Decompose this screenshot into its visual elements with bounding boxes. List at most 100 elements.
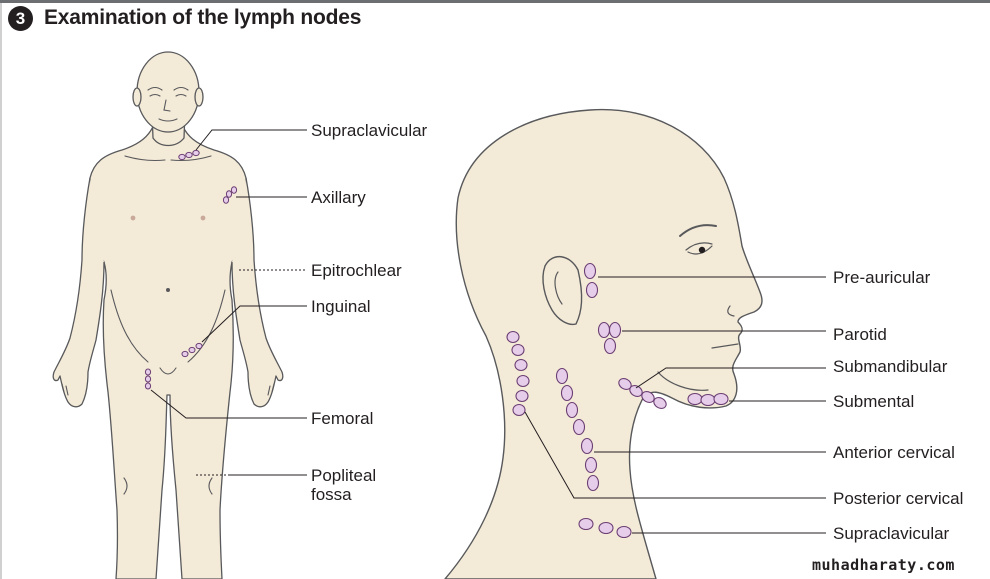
head-silhouette bbox=[444, 108, 763, 579]
body-figure bbox=[52, 51, 284, 579]
body-nose bbox=[163, 99, 171, 112]
body-details bbox=[61, 86, 275, 495]
label-body-supraclavicular: Supraclavicular bbox=[311, 121, 428, 140]
body-right-nipple bbox=[200, 215, 206, 221]
head-leader-lines bbox=[524, 276, 826, 534]
body-right-clavicle bbox=[170, 155, 212, 162]
node-body-femoral bbox=[144, 382, 152, 390]
body-mouth bbox=[158, 118, 178, 122]
node-submandibular bbox=[653, 397, 667, 409]
node-body-axillary bbox=[222, 196, 230, 204]
body-right-groin-crease bbox=[187, 289, 226, 363]
node-neck-supraclavicular bbox=[578, 517, 594, 531]
body-right-fingers bbox=[267, 383, 275, 396]
leader-posterior-cervical bbox=[524, 411, 826, 499]
body-left-eyebrow bbox=[147, 86, 163, 91]
body-right-eye bbox=[175, 93, 187, 97]
head-eye-upper bbox=[685, 242, 713, 251]
node-body-supraclavicular bbox=[192, 149, 200, 157]
node-body-inguinal bbox=[181, 350, 189, 358]
watermark: muhadharaty.com bbox=[812, 556, 955, 574]
label-submandibular: Submandibular bbox=[833, 357, 948, 376]
node-anterior-cervical bbox=[586, 474, 600, 492]
node-submental bbox=[700, 393, 716, 407]
head-profile bbox=[444, 108, 763, 579]
head-eye-lower bbox=[687, 245, 713, 255]
node-anterior-cervical bbox=[555, 367, 569, 385]
body-left-knee bbox=[123, 477, 128, 495]
body-left-nipple bbox=[130, 215, 136, 221]
label-popliteal-line2: fossa bbox=[311, 485, 352, 504]
node-body-femoral bbox=[144, 368, 152, 376]
node-anterior-cervical bbox=[572, 418, 586, 436]
left-border bbox=[0, 3, 2, 579]
node-body-supraclavicular bbox=[185, 151, 193, 159]
label-femoral: Femoral bbox=[311, 409, 374, 428]
body-left-fingers bbox=[61, 383, 69, 396]
step-number-badge: 3 bbox=[8, 6, 33, 31]
leader-submandibular bbox=[635, 367, 826, 389]
leader-body-supraclavicular bbox=[195, 129, 307, 151]
body-nipples-navel bbox=[130, 215, 206, 292]
node-submental bbox=[713, 392, 729, 406]
node-posterior-cervical bbox=[506, 330, 520, 344]
node-body-axillary bbox=[225, 190, 233, 198]
head-jaw-line bbox=[657, 371, 709, 391]
head-lymph-nodes bbox=[506, 262, 729, 539]
body-right-ear bbox=[194, 87, 204, 107]
label-anterior-cervical: Anterior cervical bbox=[833, 443, 955, 462]
node-parotid bbox=[597, 321, 611, 339]
head-eyebrow bbox=[679, 224, 717, 237]
body-right-knee bbox=[208, 477, 213, 495]
node-posterior-cervical bbox=[515, 389, 529, 403]
head-nostril bbox=[727, 305, 735, 317]
node-anterior-cervical bbox=[560, 384, 574, 402]
node-neck-supraclavicular bbox=[598, 521, 614, 535]
node-body-inguinal bbox=[188, 346, 196, 354]
node-anterior-cervical bbox=[580, 437, 594, 455]
node-body-inguinal bbox=[195, 342, 203, 350]
node-neck-supraclavicular bbox=[616, 525, 632, 539]
body-left-clavicle bbox=[124, 155, 166, 162]
node-posterior-cervical bbox=[512, 403, 526, 417]
body-leader-lines bbox=[150, 129, 307, 476]
head-ear bbox=[542, 256, 583, 326]
node-anterior-cervical bbox=[584, 456, 598, 474]
node-anterior-cervical bbox=[565, 401, 579, 419]
node-parotid bbox=[603, 337, 617, 355]
body-head bbox=[136, 51, 200, 133]
label-submental: Submental bbox=[833, 392, 915, 411]
label-popliteal-line1: Popliteal bbox=[311, 466, 377, 485]
node-pre-auricular bbox=[585, 281, 599, 299]
label-epitrochlear: Epitrochlear bbox=[311, 261, 402, 280]
head-pupil bbox=[698, 246, 706, 254]
head-ear-inner bbox=[554, 271, 563, 305]
node-body-axillary bbox=[230, 186, 238, 194]
head-mouth bbox=[711, 343, 739, 349]
node-parotid bbox=[608, 321, 622, 339]
label-parotid: Parotid bbox=[833, 325, 887, 344]
leader-body-femoral bbox=[150, 389, 307, 419]
node-posterior-cervical bbox=[516, 374, 530, 388]
body-right-eyebrow bbox=[173, 86, 189, 91]
body-lymph-nodes bbox=[144, 149, 238, 390]
node-posterior-cervical bbox=[514, 358, 528, 372]
head-details bbox=[554, 224, 739, 391]
body-left-groin-crease bbox=[110, 289, 149, 363]
page-title: Examination of the lymph nodes bbox=[44, 6, 362, 29]
body-torso-legs bbox=[89, 121, 247, 579]
label-pre-auricular: Pre-auricular bbox=[833, 268, 931, 287]
label-neck-supraclavicular: Supraclavicular bbox=[833, 524, 950, 543]
body-navel bbox=[166, 288, 170, 292]
node-pre-auricular bbox=[583, 262, 597, 280]
label-posterior-cervical: Posterior cervical bbox=[833, 489, 964, 508]
body-groin bbox=[159, 367, 177, 375]
body-left-ear bbox=[132, 87, 142, 107]
label-axillary: Axillary bbox=[311, 188, 366, 207]
node-posterior-cervical bbox=[511, 343, 525, 357]
header-rule bbox=[0, 0, 990, 3]
label-inguinal: Inguinal bbox=[311, 297, 371, 316]
leader-body-inguinal bbox=[201, 305, 307, 343]
node-body-supraclavicular bbox=[178, 153, 186, 161]
